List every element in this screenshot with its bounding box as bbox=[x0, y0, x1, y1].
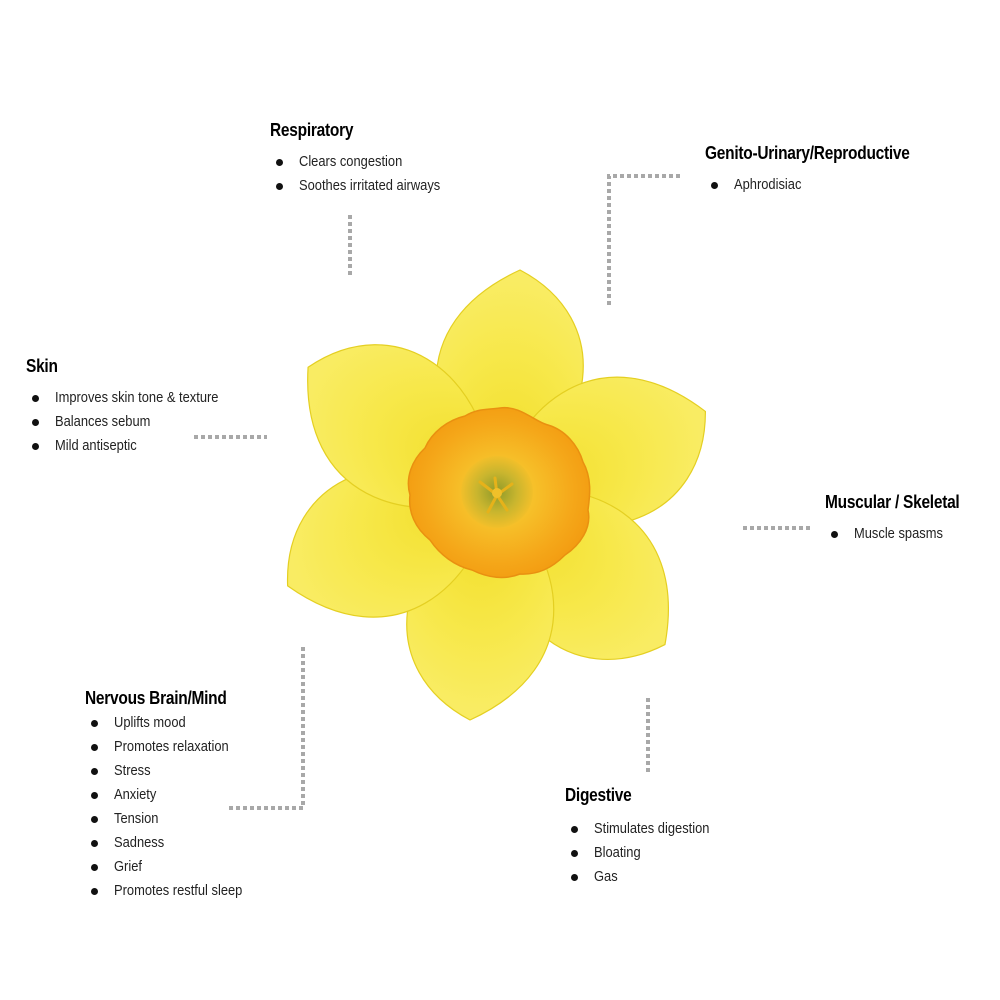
list-item: Grief bbox=[85, 855, 263, 879]
list-item-text: Promotes restful sleep bbox=[114, 882, 243, 899]
list-item: Gas bbox=[565, 865, 728, 889]
list-item-text: Sadness bbox=[114, 834, 165, 851]
list-item-text: Tension bbox=[114, 810, 159, 827]
list-item-text: Gas bbox=[594, 868, 618, 885]
section-title: Digestive bbox=[565, 785, 632, 805]
list-item: Promotes restful sleep bbox=[85, 879, 263, 903]
list-item-text: Bloating bbox=[594, 844, 641, 861]
list-item-text: Mild antiseptic bbox=[55, 437, 137, 454]
pistil bbox=[492, 488, 502, 498]
list-item: Stimulates digestion bbox=[565, 817, 728, 841]
connector-genito bbox=[607, 174, 680, 306]
list-item: Balances sebum bbox=[26, 410, 245, 434]
list-item-text: Uplifts mood bbox=[114, 714, 186, 731]
muscular-skeletal-section: Muscular / Skeletal Muscle spasms bbox=[825, 492, 981, 546]
list-item-text: Stimulates digestion bbox=[594, 820, 710, 837]
list-item: Soothes irritated airways bbox=[270, 174, 463, 198]
list-item-text: Muscle spasms bbox=[854, 525, 943, 542]
genito-urinary-section: Genito-Urinary/Reproductive Aphrodisiac bbox=[705, 143, 943, 197]
list-item: Aphrodisiac bbox=[705, 173, 943, 197]
list-item-text: Improves skin tone & texture bbox=[55, 389, 219, 406]
list-item: Bloating bbox=[565, 841, 728, 865]
connector-lines bbox=[194, 174, 810, 810]
benefit-list: Muscle spasms bbox=[825, 522, 981, 546]
list-item-text: Balances sebum bbox=[55, 413, 151, 430]
list-item: Mild antiseptic bbox=[26, 434, 245, 458]
list-item-text: Aphrodisiac bbox=[734, 176, 802, 193]
list-item-text: Anxiety bbox=[114, 786, 157, 803]
section-title: Skin bbox=[26, 356, 58, 376]
section-title: Genito-Urinary/Reproductive bbox=[705, 143, 910, 163]
list-item-text: Stress bbox=[114, 762, 151, 779]
section-title: Respiratory bbox=[270, 120, 354, 140]
list-item: Sadness bbox=[85, 831, 263, 855]
benefit-list: Aphrodisiac bbox=[705, 173, 943, 197]
list-item: Promotes relaxation bbox=[85, 735, 263, 759]
list-item: Clears congestion bbox=[270, 150, 463, 174]
list-item: Tension bbox=[85, 807, 263, 831]
connector-nervous bbox=[229, 645, 305, 810]
daffodil-flower bbox=[287, 269, 707, 721]
list-item: Stress bbox=[85, 759, 263, 783]
list-item-text: Clears congestion bbox=[299, 153, 403, 170]
list-item-text: Grief bbox=[114, 858, 142, 875]
section-title: Nervous Brain/Mind bbox=[85, 688, 227, 708]
list-item: Muscle spasms bbox=[825, 522, 981, 546]
section-title: Muscular / Skeletal bbox=[825, 492, 960, 512]
list-item: Anxiety bbox=[85, 783, 263, 807]
list-item-text: Promotes relaxation bbox=[114, 738, 229, 755]
list-item: Uplifts mood bbox=[85, 711, 263, 735]
list-item-text: Soothes irritated airways bbox=[299, 177, 441, 194]
list-item: Improves skin tone & texture bbox=[26, 386, 245, 410]
